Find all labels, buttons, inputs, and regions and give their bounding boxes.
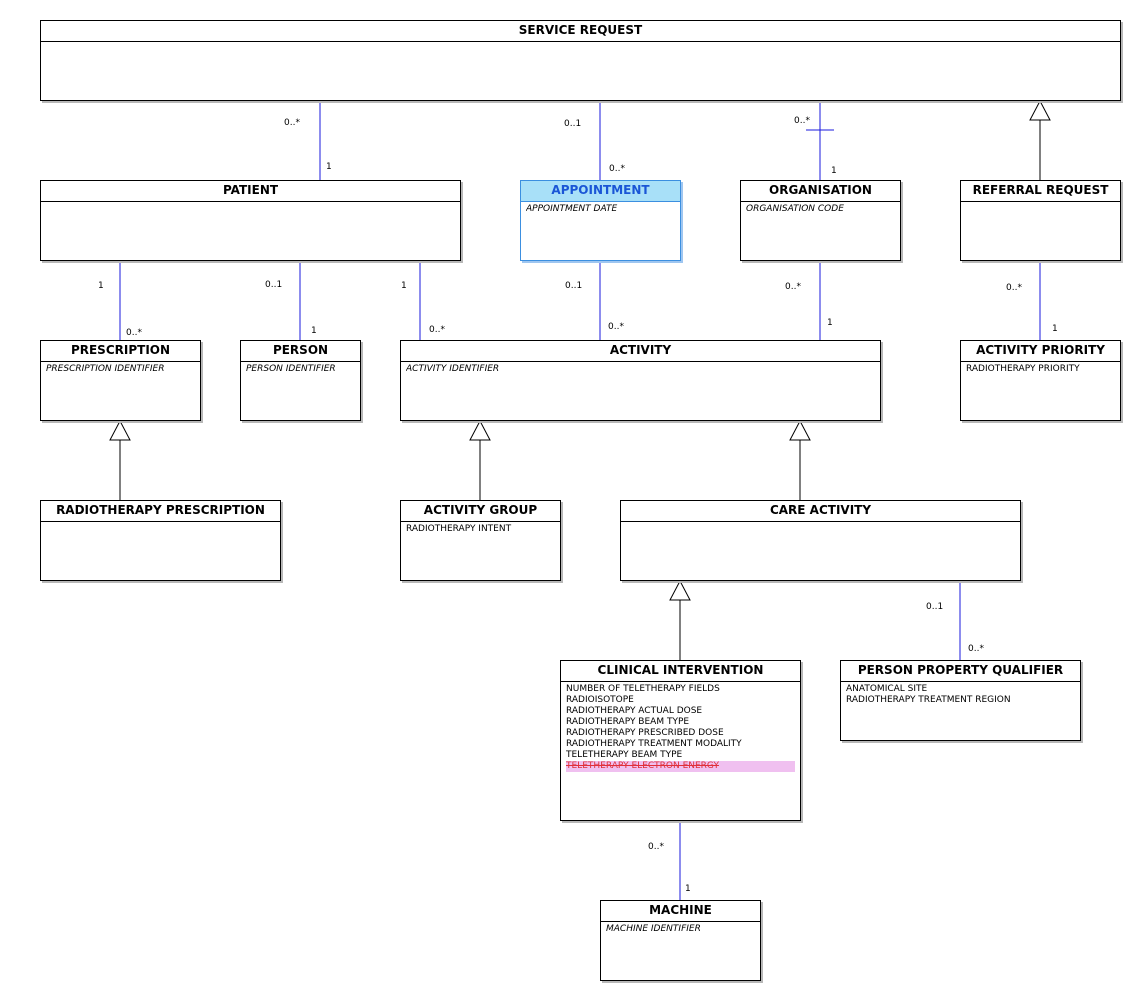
- class-person[interactable]: PERSON PERSON IDENTIFIER: [240, 340, 361, 421]
- multiplicity-label: 1: [326, 162, 332, 172]
- class-title: PRESCRIPTION: [41, 341, 200, 362]
- multiplicity-label: 0..1: [926, 602, 944, 612]
- class-title: PATIENT: [41, 181, 460, 202]
- removed-attribute: TELETHERAPY ELECTRON ENERGY: [566, 761, 795, 772]
- class-attribute: PRESCRIPTION IDENTIFIER: [46, 364, 165, 374]
- class-title: ACTIVITY GROUP: [401, 501, 560, 522]
- gen-referral-service-request-arrow: [1029, 99, 1051, 121]
- multiplicity-label: 1: [831, 166, 837, 176]
- gen-activity-group-arrow: [469, 419, 491, 441]
- class-prescription[interactable]: PRESCRIPTION PRESCRIPTION IDENTIFIER: [40, 340, 201, 421]
- multiplicity-label: 0..*: [609, 164, 625, 174]
- gen-clinical-intervention-arrow: [669, 579, 691, 601]
- multiplicity-label: 1: [1052, 324, 1058, 334]
- class-title: REFERRAL REQUEST: [961, 181, 1120, 202]
- class-attribute: RADIOISOTOPE: [566, 695, 634, 705]
- class-attribute: RADIOTHERAPY INTENT: [406, 524, 512, 534]
- class-attribute: RADIOTHERAPY ACTUAL DOSE: [566, 706, 703, 716]
- class-attribute: ANATOMICAL SITE: [846, 684, 928, 694]
- class-title: ORGANISATION: [741, 181, 900, 202]
- multiplicity-label: 1: [311, 326, 317, 336]
- multiplicity-label: 1: [685, 884, 691, 894]
- multiplicity-label: 0..1: [564, 119, 582, 129]
- multiplicity-label: 0..*: [284, 118, 300, 128]
- class-title: PERSON PROPERTY QUALIFIER: [841, 661, 1080, 682]
- class-title: MACHINE: [601, 901, 760, 922]
- class-attribute: APPOINTMENT DATE: [526, 204, 618, 214]
- class-activity-priority[interactable]: ACTIVITY PRIORITY RADIOTHERAPY PRIORITY: [960, 340, 1121, 421]
- class-attribute: NUMBER OF TELETHERAPY FIELDS: [566, 684, 720, 694]
- class-activity-group[interactable]: ACTIVITY GROUP RADIOTHERAPY INTENT: [400, 500, 561, 581]
- class-title: ACTIVITY PRIORITY: [961, 341, 1120, 362]
- class-organisation[interactable]: ORGANISATION ORGANISATION CODE: [740, 180, 901, 261]
- class-appointment[interactable]: APPOINTMENT APPOINTMENT DATE: [520, 180, 681, 261]
- class-title: PERSON: [241, 341, 360, 362]
- multiplicity-label: 0..*: [648, 842, 664, 852]
- class-title: RADIOTHERAPY PRESCRIPTION: [41, 501, 280, 522]
- class-attribute: RADIOTHERAPY TREATMENT REGION: [846, 695, 1011, 705]
- multiplicity-label: 1: [98, 281, 104, 291]
- class-patient[interactable]: PATIENT: [40, 180, 461, 261]
- multiplicity-label: 0..*: [968, 644, 984, 654]
- class-radiotherapy-prescription[interactable]: RADIOTHERAPY PRESCRIPTION: [40, 500, 281, 581]
- class-attribute: TELETHERAPY BEAM TYPE: [566, 750, 683, 760]
- class-machine[interactable]: MACHINE MACHINE IDENTIFIER: [600, 900, 761, 981]
- class-title: APPOINTMENT: [521, 181, 680, 202]
- class-care-activity[interactable]: CARE ACTIVITY: [620, 500, 1021, 581]
- multiplicity-label: 0..1: [565, 281, 583, 291]
- class-attribute: ACTIVITY IDENTIFIER: [406, 364, 500, 374]
- class-referral-request[interactable]: REFERRAL REQUEST: [960, 180, 1121, 261]
- multiplicity-label: 0..*: [608, 322, 624, 332]
- multiplicity-label: 0..*: [785, 282, 801, 292]
- class-attribute: RADIOTHERAPY TREATMENT MODALITY: [566, 739, 742, 749]
- multiplicity-label: 1: [401, 281, 407, 291]
- class-service-request[interactable]: SERVICE REQUEST: [40, 20, 1121, 101]
- multiplicity-label: 0..1: [265, 280, 283, 290]
- class-title: SERVICE REQUEST: [41, 21, 1120, 42]
- class-title: CARE ACTIVITY: [621, 501, 1020, 522]
- multiplicity-label: 0..*: [126, 328, 142, 338]
- class-activity[interactable]: ACTIVITY ACTIVITY IDENTIFIER: [400, 340, 881, 421]
- class-attribute: RADIOTHERAPY PRIORITY: [966, 364, 1080, 374]
- class-attribute: RADIOTHERAPY BEAM TYPE: [566, 717, 690, 727]
- gen-radiotherapy-prescription-arrow: [109, 419, 131, 441]
- class-person-property-qualifier[interactable]: PERSON PROPERTY QUALIFIER ANATOMICAL SIT…: [840, 660, 1081, 741]
- class-title: ACTIVITY: [401, 341, 880, 362]
- multiplicity-label: 0..*: [429, 325, 445, 335]
- class-title: CLINICAL INTERVENTION: [561, 661, 800, 682]
- class-attribute: ORGANISATION CODE: [746, 204, 844, 214]
- gen-care-activity-arrow: [789, 419, 811, 441]
- class-attribute: PERSON IDENTIFIER: [246, 364, 336, 374]
- multiplicity-label: 1: [827, 318, 833, 328]
- multiplicity-label: 0..*: [1006, 283, 1022, 293]
- class-clinical-intervention[interactable]: CLINICAL INTERVENTION NUMBER OF TELETHER…: [560, 660, 801, 821]
- class-attribute: MACHINE IDENTIFIER: [606, 924, 701, 934]
- class-attribute: RADIOTHERAPY PRESCRIBED DOSE: [566, 728, 724, 738]
- multiplicity-label: 0..*: [794, 116, 810, 126]
